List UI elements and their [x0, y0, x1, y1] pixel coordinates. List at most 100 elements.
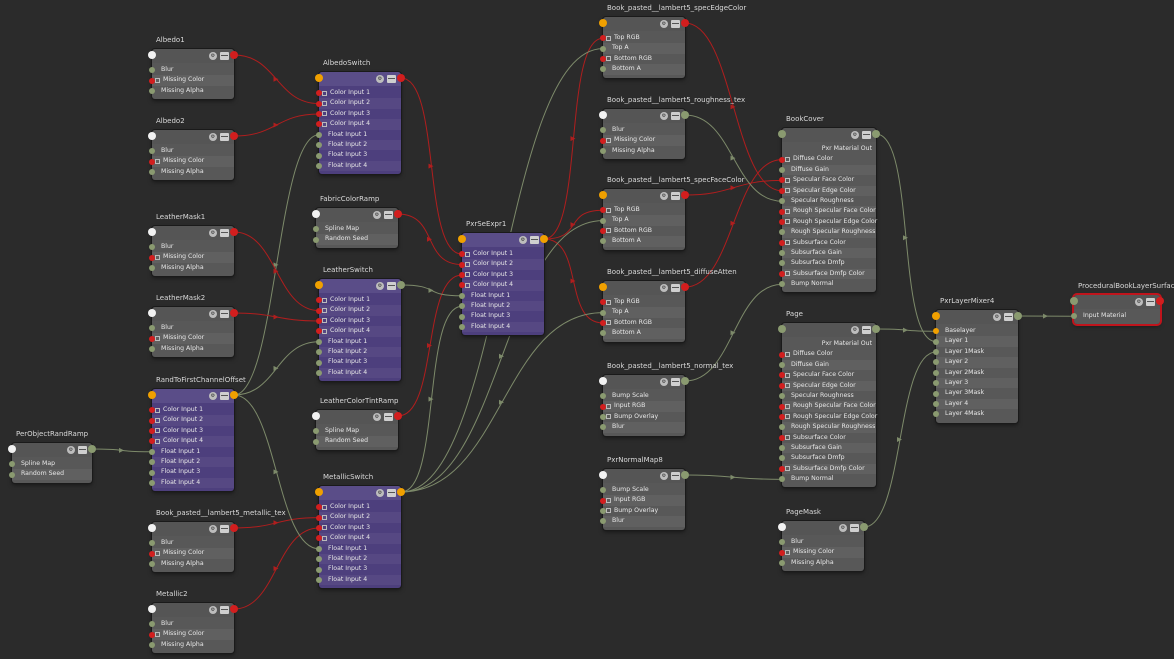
- param-input-port[interactable]: [600, 319, 606, 326]
- param-row[interactable]: Color Input 2: [316, 512, 401, 523]
- node-output-port[interactable]: [397, 281, 405, 289]
- param-row[interactable]: Missing Color: [149, 252, 234, 263]
- node-output-port[interactable]: [394, 210, 402, 218]
- param-row[interactable]: Color Input 2: [316, 305, 401, 316]
- param-input-port[interactable]: [149, 427, 155, 434]
- param-row[interactable]: Float Input 1: [316, 130, 401, 140]
- expand-toggle-icon[interactable]: [322, 297, 327, 303]
- param-row[interactable]: Missing Color: [149, 629, 234, 640]
- param-input-port[interactable]: [149, 148, 155, 155]
- param-row[interactable]: Bump Scale: [600, 485, 685, 495]
- param-row[interactable]: Float Input 2: [459, 300, 544, 312]
- param-row[interactable]: Layer 3Mask: [933, 388, 1018, 398]
- node-output-port[interactable]: [681, 191, 689, 199]
- node-settings-icon[interactable]: ⚙: [376, 489, 384, 497]
- param-input-port[interactable]: [600, 487, 606, 494]
- node-header[interactable]: PxrNormalMap8⚙: [599, 456, 689, 483]
- param-input-port[interactable]: [779, 361, 785, 368]
- node-header[interactable]: Book_pasted__lambert5_metallic_tex⚙: [148, 509, 286, 536]
- node-menu-icon[interactable]: [220, 525, 229, 533]
- param-input-port[interactable]: [600, 45, 606, 52]
- expand-toggle-icon[interactable]: [606, 207, 611, 213]
- param-input-port[interactable]: [779, 229, 785, 236]
- param-input-port[interactable]: [933, 369, 939, 376]
- param-row[interactable]: Float Input 2: [316, 139, 401, 151]
- expand-toggle-icon[interactable]: [785, 435, 790, 441]
- param-input-port[interactable]: [316, 576, 322, 583]
- param-row[interactable]: Diffuse Gain: [779, 359, 876, 371]
- node-input-port[interactable]: [458, 235, 466, 243]
- node-settings-icon[interactable]: ⚙: [660, 284, 668, 292]
- param-input-port[interactable]: [779, 239, 785, 246]
- node-menu-icon[interactable]: [862, 326, 871, 334]
- node-header[interactable]: PageMask⚙: [778, 508, 868, 535]
- node-menu-icon[interactable]: [384, 211, 393, 219]
- param-input-port[interactable]: [779, 208, 785, 215]
- param-input-port[interactable]: [600, 393, 606, 400]
- expand-toggle-icon[interactable]: [465, 261, 470, 267]
- param-input-port[interactable]: [600, 238, 606, 245]
- param-input-port[interactable]: [149, 641, 155, 648]
- param-input-port[interactable]: [779, 382, 785, 389]
- expand-toggle-icon[interactable]: [322, 111, 327, 117]
- param-input-port[interactable]: [779, 549, 785, 556]
- node-output-port[interactable]: [230, 51, 238, 59]
- param-row[interactable]: Subsurface Dmfp Color: [779, 463, 876, 475]
- param-row[interactable]: Bottom RGB: [600, 54, 685, 64]
- node-input-port[interactable]: [315, 488, 323, 496]
- param-input-port[interactable]: [149, 621, 155, 628]
- param-input-port[interactable]: [316, 317, 322, 324]
- param-input-port[interactable]: [316, 328, 322, 335]
- node-menu-icon[interactable]: [1004, 313, 1013, 321]
- node-menu-icon[interactable]: [671, 378, 680, 386]
- node-settings-icon[interactable]: ⚙: [660, 378, 668, 386]
- node-menu-icon[interactable]: [220, 229, 229, 237]
- node-output-port[interactable]: [230, 524, 238, 532]
- node-header[interactable]: Book_pasted__lambert5_roughness_tex⚙: [599, 96, 745, 123]
- node-menu-icon[interactable]: [862, 131, 871, 139]
- param-row[interactable]: Color Input 4: [459, 280, 544, 291]
- param-input-port[interactable]: [313, 236, 319, 243]
- node-input-port[interactable]: [315, 281, 323, 289]
- param-input-port[interactable]: [779, 539, 785, 546]
- node-menu-icon[interactable]: [220, 392, 229, 400]
- param-input-port[interactable]: [600, 227, 606, 234]
- expand-toggle-icon[interactable]: [322, 121, 327, 127]
- node-roughtex[interactable]: Book_pasted__lambert5_roughness_tex⚙Blur…: [599, 96, 745, 160]
- param-input-port[interactable]: [1071, 313, 1077, 320]
- expand-toggle-icon[interactable]: [606, 403, 611, 409]
- node-output-port[interactable]: [681, 111, 689, 119]
- param-row[interactable]: Bottom A: [600, 328, 685, 339]
- param-input-port[interactable]: [316, 535, 322, 542]
- param-row[interactable]: Color Input 4: [149, 436, 234, 447]
- param-row[interactable]: Missing Color: [600, 135, 685, 146]
- param-input-port[interactable]: [779, 372, 785, 379]
- param-row[interactable]: Specular Face Color: [779, 370, 876, 380]
- param-input-port[interactable]: [149, 438, 155, 445]
- expand-toggle-icon[interactable]: [785, 466, 790, 472]
- expand-toggle-icon[interactable]: [606, 56, 611, 62]
- param-input-port[interactable]: [149, 417, 155, 424]
- param-input-port[interactable]: [779, 260, 785, 267]
- param-input-port[interactable]: [149, 264, 155, 271]
- node-menu-icon[interactable]: [530, 236, 539, 244]
- expand-toggle-icon[interactable]: [155, 550, 160, 556]
- param-row[interactable]: Bump Normal: [779, 474, 876, 484]
- param-input-port[interactable]: [149, 631, 155, 638]
- param-input-port[interactable]: [316, 556, 322, 563]
- param-input-port[interactable]: [149, 540, 155, 547]
- param-input-port[interactable]: [600, 497, 606, 504]
- node-settings-icon[interactable]: ⚙: [209, 133, 217, 141]
- param-input-port[interactable]: [779, 177, 785, 184]
- node-menu-icon[interactable]: [220, 52, 229, 60]
- param-input-port[interactable]: [600, 66, 606, 73]
- expand-toggle-icon[interactable]: [155, 438, 160, 444]
- node-header[interactable]: PxrSeExpr1⚙: [458, 220, 548, 247]
- param-row[interactable]: Subsurface Dmfp Color: [779, 268, 876, 280]
- param-input-port[interactable]: [600, 413, 606, 420]
- expand-toggle-icon[interactable]: [606, 508, 611, 514]
- node-output-port[interactable]: [872, 130, 880, 138]
- param-row[interactable]: Float Input 3: [316, 564, 401, 574]
- node-header[interactable]: Albedo1⚙: [148, 36, 238, 63]
